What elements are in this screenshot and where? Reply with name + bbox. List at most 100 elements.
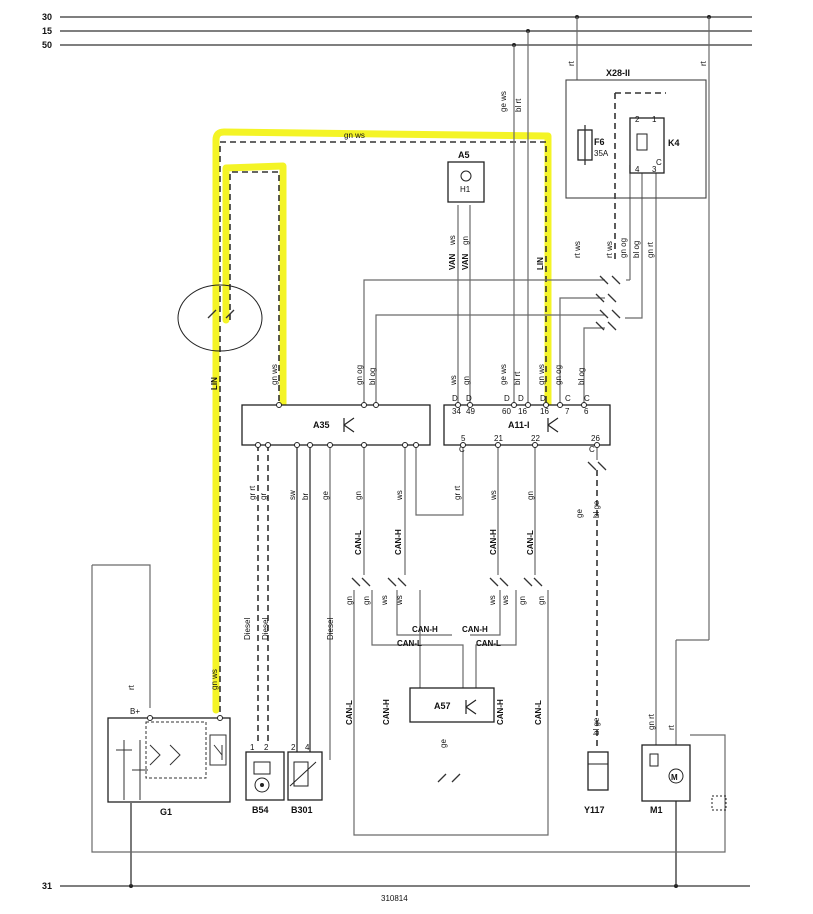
svg-text:M: M (671, 773, 678, 782)
g1-label: G1 (160, 807, 172, 817)
b301-pin-4: 4 (305, 743, 310, 752)
label-bl-og: bl og (632, 241, 641, 258)
a11-conn-c2: C (584, 394, 590, 403)
terminal-block-right (711, 795, 727, 811)
a11-pin-22: 22 (531, 434, 540, 443)
connector-chevrons (351, 275, 621, 783)
label-can-h-2: CAN-H (489, 529, 498, 555)
b54-pin-2: 2 (264, 743, 269, 752)
a11-module: A11-I 34 49 60 16 16 7 6 5 21 22 26 D D … (443, 394, 611, 454)
k4-pin-4: 4 (635, 165, 640, 174)
circled-connector-marker (177, 284, 263, 352)
a11-conn-c1: C (565, 394, 571, 403)
rail-31-label: 31 (42, 881, 52, 891)
rail-15-label: 15 (42, 26, 52, 36)
label-gn-ws-lower: gn ws (210, 669, 219, 690)
a11-conn-d1: D (452, 394, 458, 403)
label-gn-a11-bot: gn (526, 491, 535, 500)
a5-component: A5 H1 (447, 150, 485, 203)
label-br: br (301, 493, 310, 500)
label-rt-left: rt (567, 60, 576, 66)
label-lin-right: LIN (536, 257, 545, 270)
label-can-l-6: CAN-L (534, 700, 543, 725)
y117-label: Y117 (584, 805, 605, 815)
m1-label: M1 (650, 805, 663, 815)
label-gn-can-2: gn (362, 596, 371, 605)
label-ge-a57: ge (439, 739, 448, 748)
f6-label: F6 (594, 137, 605, 147)
label-can-h-6: CAN-H (496, 699, 505, 725)
label-diesel-2: Diesel (261, 618, 270, 640)
label-rt-m1: rt (667, 724, 676, 730)
a11-label: A11-I (508, 420, 530, 430)
a11-pin-60: 60 (502, 407, 511, 416)
b54-pin-1: 1 (250, 743, 255, 752)
a11-pin-5: 5 (461, 434, 466, 443)
label-ws-a35-bot: ws (395, 490, 404, 501)
label-gn-a35-bot: gn (354, 491, 363, 500)
highlight-lin-path (212, 128, 552, 714)
b54-label: B54 (252, 805, 269, 815)
label-can-l-3: CAN-L (397, 639, 422, 648)
label-gn-rt-m1: gn rt (647, 713, 656, 730)
label-rt-ws-2: rt ws (605, 241, 614, 258)
label-can-h-5: CAN-H (382, 699, 391, 725)
x28-label: X28-II (606, 68, 630, 78)
label-lin-left: LIN (210, 377, 219, 390)
label-diesel-1: Diesel (243, 618, 252, 640)
label-ge-ws-top: ge ws (499, 91, 508, 112)
a11-conn-c4: C (589, 445, 595, 454)
label-gn-ws-a11: gn ws (537, 364, 546, 385)
label-ws-can-3: ws (488, 595, 497, 606)
a11-conn-d2: D (466, 394, 472, 403)
label-gn-ws-top: gn ws (344, 131, 365, 140)
x28-fuse-relay-box: X28-II F6 35A K4 2 1 4 3 C (565, 68, 707, 199)
label-gn-rt: gn rt (646, 241, 655, 258)
a57-module: A57 (409, 687, 495, 723)
label-bl-og-a35: bl og (368, 368, 377, 385)
a35-label: A35 (313, 420, 330, 430)
a11-pin-21: 21 (494, 434, 503, 443)
label-gn-a5: gn (461, 236, 470, 245)
a35-module: A35 (241, 402, 431, 448)
b301-sensor: 2 4 B301 (287, 743, 323, 815)
label-gn-can-1: gn (345, 596, 354, 605)
label-rt-g1: rt (127, 684, 136, 690)
label-gn-og: gn og (619, 238, 628, 258)
drawing-number: 310814 (381, 894, 408, 903)
a11-pin-16a: 16 (518, 407, 527, 416)
a11-pin-49: 49 (466, 407, 475, 416)
label-ge-y117: ge (575, 509, 584, 518)
a57-label: A57 (434, 701, 451, 711)
k4-label: K4 (668, 138, 680, 148)
label-rt-ws: rt ws (573, 241, 582, 258)
x28-conn-letter: C (656, 158, 662, 167)
g1-bplus-label: B+ (130, 707, 140, 716)
label-gn-can-3: gn (518, 596, 527, 605)
wire-labels: gn ws ge ws bl rt rt rt ws gn VAN VAN LI… (127, 60, 708, 748)
label-gn-can-4: gn (537, 596, 546, 605)
b54-sensor: 1 2 B54 (245, 743, 285, 815)
label-ws-can-2: ws (395, 595, 404, 606)
label-can-h-1: CAN-H (394, 529, 403, 555)
a11-conn-d3: D (504, 394, 510, 403)
rail-30-label: 30 (42, 12, 52, 22)
a11-pin-34: 34 (452, 407, 461, 416)
label-bl-rt-top: bl rt (514, 98, 523, 112)
label-diesel-3: Diesel (326, 618, 335, 640)
dashed-wires (219, 92, 666, 750)
label-gn-og-a35: gn og (355, 365, 364, 385)
label-ws-can-1: ws (380, 595, 389, 606)
label-ge-ws-a11: ge ws (499, 364, 508, 385)
label-can-l-5: CAN-L (345, 700, 354, 725)
label-van-1: VAN (448, 253, 457, 270)
a11-conn-d5: D (540, 394, 546, 403)
label-gr: gr (259, 493, 268, 500)
label-gr-rt-a11: gr rt (453, 485, 462, 500)
k4-pin-2: 2 (635, 115, 640, 124)
f6-rating: 35A (594, 149, 609, 158)
b301-pin-2: 2 (291, 743, 296, 752)
k4-pin-1: 1 (652, 115, 657, 124)
label-gn-a11: gn (462, 376, 471, 385)
